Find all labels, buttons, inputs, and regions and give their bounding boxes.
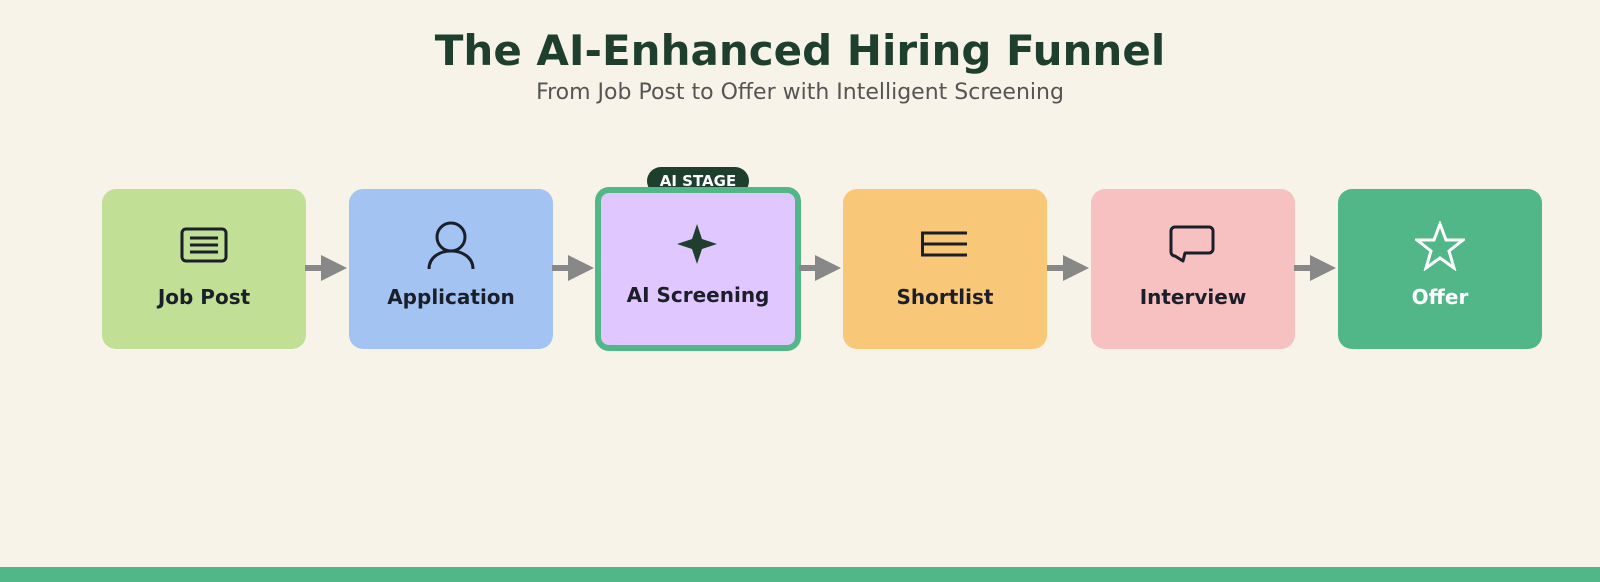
stage-shortlist: Shortlist — [843, 189, 1047, 349]
sparkle-icon — [677, 224, 717, 264]
person-icon — [427, 221, 475, 270]
chat-bubble-icon — [1169, 225, 1215, 263]
stage-interview: Interview — [1091, 189, 1295, 349]
stage-label: AI Screening — [626, 283, 770, 307]
stage-label: Shortlist — [896, 285, 994, 309]
document-icon — [180, 227, 228, 263]
stage-job-post: Job Post — [102, 189, 306, 349]
arrow-icon — [1047, 255, 1089, 281]
arrow-icon — [552, 255, 594, 281]
list-icon — [921, 231, 967, 257]
stage-label: Interview — [1139, 285, 1247, 309]
star-icon — [1415, 221, 1465, 271]
arrow-icon — [799, 255, 841, 281]
stage-label: Offer — [1411, 285, 1469, 309]
diagram-subtitle: From Job Post to Offer with Intelligent … — [536, 80, 1064, 105]
diagram-title: The AI-Enhanced Hiring Funnel — [434, 26, 1166, 75]
stage-application: Application — [349, 189, 553, 349]
arrow-icon — [1294, 255, 1336, 281]
arrow-icon — [305, 255, 347, 281]
stage-ai-screening: AI Screening — [595, 187, 801, 351]
stage-label: Job Post — [157, 285, 251, 309]
stage-offer: Offer — [1338, 189, 1542, 349]
stage-label: Application — [387, 285, 515, 309]
footer-accent-bar — [0, 567, 1600, 582]
